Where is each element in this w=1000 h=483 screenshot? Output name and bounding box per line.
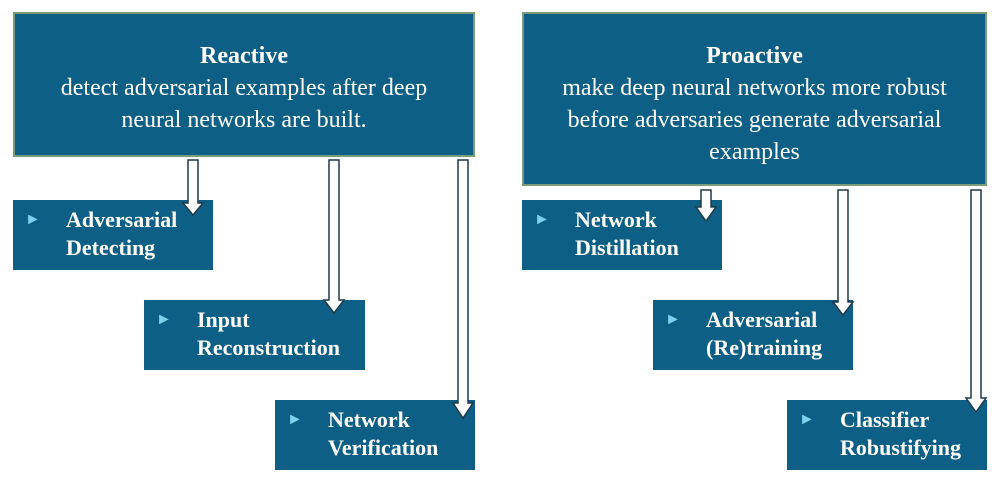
proactive-title: Proactive	[706, 43, 803, 69]
item-label: Network Verification	[328, 407, 439, 460]
adversarial-retraining-box: ► Adversarial (Re)training	[653, 300, 853, 370]
network-verification-box: ► Network Verification	[275, 400, 475, 470]
classifier-robustifying-box: ► Classifier Robustifying	[787, 400, 987, 470]
reactive-header-box: Reactive detect adversarial examples aft…	[13, 12, 475, 157]
arrow-to-adversarial-detecting	[181, 159, 205, 217]
arrow-to-network-distillation	[694, 189, 718, 223]
bullet-icon: ►	[156, 311, 172, 328]
proactive-header-box: Proactive make deep neural networks more…	[522, 12, 987, 186]
item-label: Adversarial (Re)training	[706, 307, 823, 360]
bullet-icon: ►	[799, 411, 815, 428]
arrow-to-classifier-robustifying	[964, 189, 988, 414]
item-label: Classifier Robustifying	[840, 407, 962, 460]
proactive-description: make deep neural networks more robust be…	[562, 75, 947, 165]
arrow-to-adversarial-retraining	[831, 189, 855, 317]
arrow-to-network-verification	[451, 159, 475, 420]
network-distillation-box: ► Network Distillation	[522, 200, 722, 270]
bullet-icon: ►	[287, 411, 303, 428]
arrow-to-input-reconstruction	[322, 159, 346, 315]
bullet-icon: ►	[534, 211, 550, 228]
item-label: Input Reconstruction	[197, 307, 340, 360]
item-label: Network Distillation	[575, 207, 679, 260]
item-label: Adversarial Detecting	[66, 207, 178, 260]
reactive-title: Reactive	[200, 43, 288, 69]
reactive-description: detect adversarial examples after deep n…	[60, 75, 428, 133]
bullet-icon: ►	[665, 311, 681, 328]
adversarial-detecting-box: ► Adversarial Detecting	[13, 200, 213, 270]
bullet-icon: ►	[25, 211, 41, 228]
input-reconstruction-box: ► Input Reconstruction	[144, 300, 365, 370]
